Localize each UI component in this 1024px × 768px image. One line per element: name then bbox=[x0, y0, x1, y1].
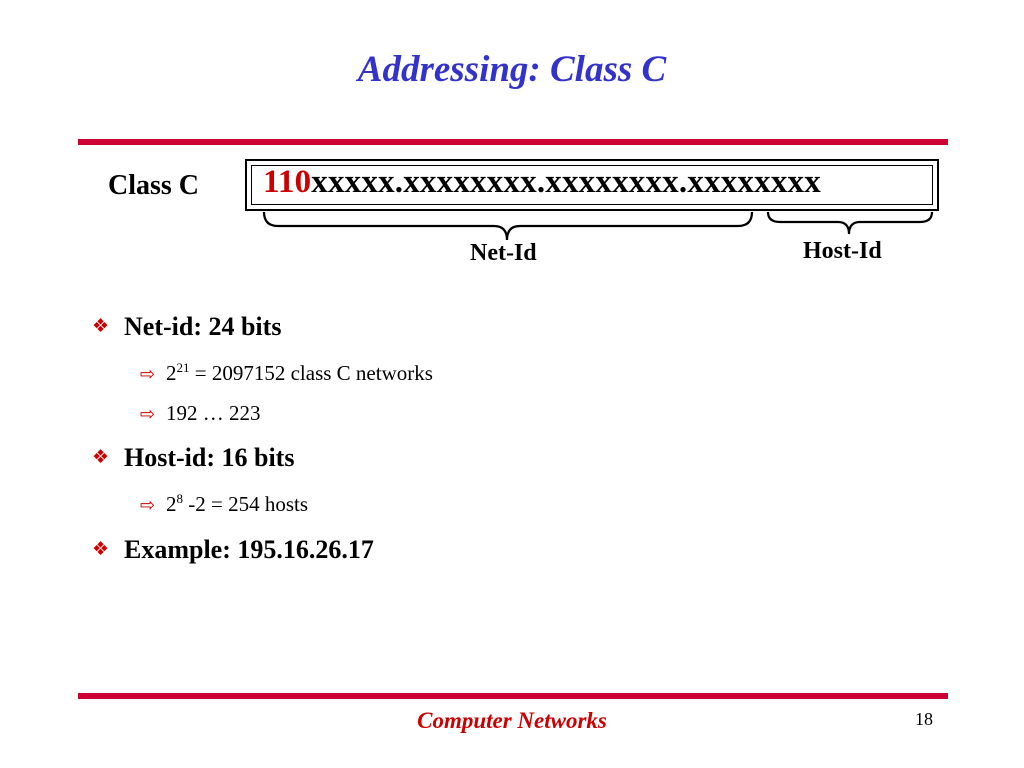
arrow-right-icon: ⇨ bbox=[140, 404, 156, 425]
power-base: 2 bbox=[166, 361, 177, 385]
bullet-net-id: ❖ Net-id: 24 bits bbox=[92, 312, 281, 342]
page-number: 18 bbox=[915, 709, 933, 729]
brace-graphics bbox=[262, 211, 934, 241]
bullet-text: Net-id: 24 bits bbox=[124, 312, 282, 341]
bottom-divider bbox=[78, 693, 948, 699]
bullet-example: ❖ Example: 195.16.26.17 bbox=[92, 535, 374, 565]
arrow-right-icon: ⇨ bbox=[140, 364, 156, 385]
address-bits: xxxxx.xxxxxxxx.xxxxxxxx.xxxxxxxx bbox=[311, 164, 821, 200]
host-id-label: Host-Id bbox=[803, 238, 882, 264]
diamond-bullet-icon: ❖ bbox=[92, 446, 110, 468]
class-prefix-bits: 110 bbox=[263, 164, 312, 200]
power-exponent: 8 bbox=[176, 491, 184, 506]
bullet-text: Host-id: 16 bits bbox=[124, 443, 295, 472]
bullet-text: Example: 195.16.26.17 bbox=[124, 535, 374, 564]
power-base: 2 bbox=[166, 492, 177, 516]
net-id-label: Net-Id bbox=[470, 240, 537, 266]
arrow-right-icon: ⇨ bbox=[140, 495, 156, 516]
sub-bullet-text: -2 = 254 hosts bbox=[183, 492, 309, 516]
slide-title: Addressing: Class C bbox=[357, 49, 667, 90]
sub-bullet-range: ⇨ 192 … 223 bbox=[140, 401, 261, 426]
sub-bullet-text: = 2097152 class C networks bbox=[189, 361, 433, 385]
sub-bullet-text: 192 … 223 bbox=[166, 401, 261, 425]
footer-title: Computer Networks bbox=[417, 708, 607, 733]
address-box-inner-border bbox=[251, 165, 933, 205]
host-id-brace bbox=[766, 211, 934, 235]
class-label: Class C bbox=[108, 170, 200, 201]
sub-bullet-networks: ⇨ 221 = 2097152 class C networks bbox=[140, 360, 433, 386]
address-box bbox=[245, 159, 939, 211]
net-id-brace bbox=[262, 211, 754, 241]
sub-bullet-hosts: ⇨ 28 -2 = 254 hosts bbox=[140, 491, 308, 517]
top-divider bbox=[78, 139, 948, 145]
bullet-host-id: ❖ Host-id: 16 bits bbox=[92, 443, 294, 473]
diamond-bullet-icon: ❖ bbox=[92, 538, 110, 560]
power-exponent: 21 bbox=[176, 360, 190, 375]
address-format: 110xxxxx.xxxxxxxx.xxxxxxxx.xxxxxxxx bbox=[263, 164, 821, 201]
diamond-bullet-icon: ❖ bbox=[92, 315, 110, 337]
